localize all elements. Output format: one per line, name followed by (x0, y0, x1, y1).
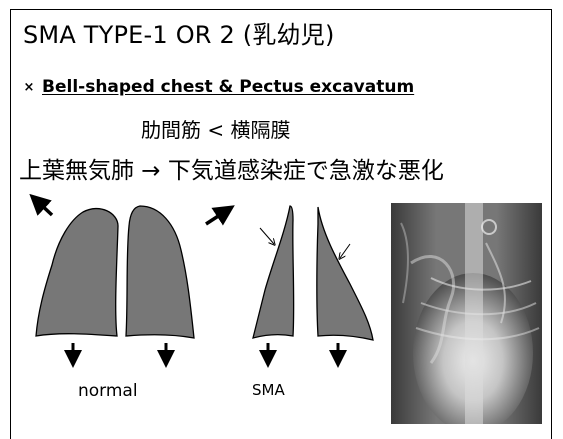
thin-arrow-icon (340, 244, 350, 258)
chest-xray-image (391, 203, 542, 424)
label-normal: normal (78, 381, 138, 401)
sma-right-lung (317, 207, 373, 340)
thin-arrow-icon (260, 228, 274, 244)
sma-left-lung (253, 206, 294, 338)
arrow-up-left-icon (37, 201, 52, 215)
normal-left-lung (36, 209, 118, 336)
arrow-up-right-icon (206, 211, 226, 224)
label-sma: SMA (252, 381, 285, 399)
normal-right-lung (126, 206, 194, 338)
